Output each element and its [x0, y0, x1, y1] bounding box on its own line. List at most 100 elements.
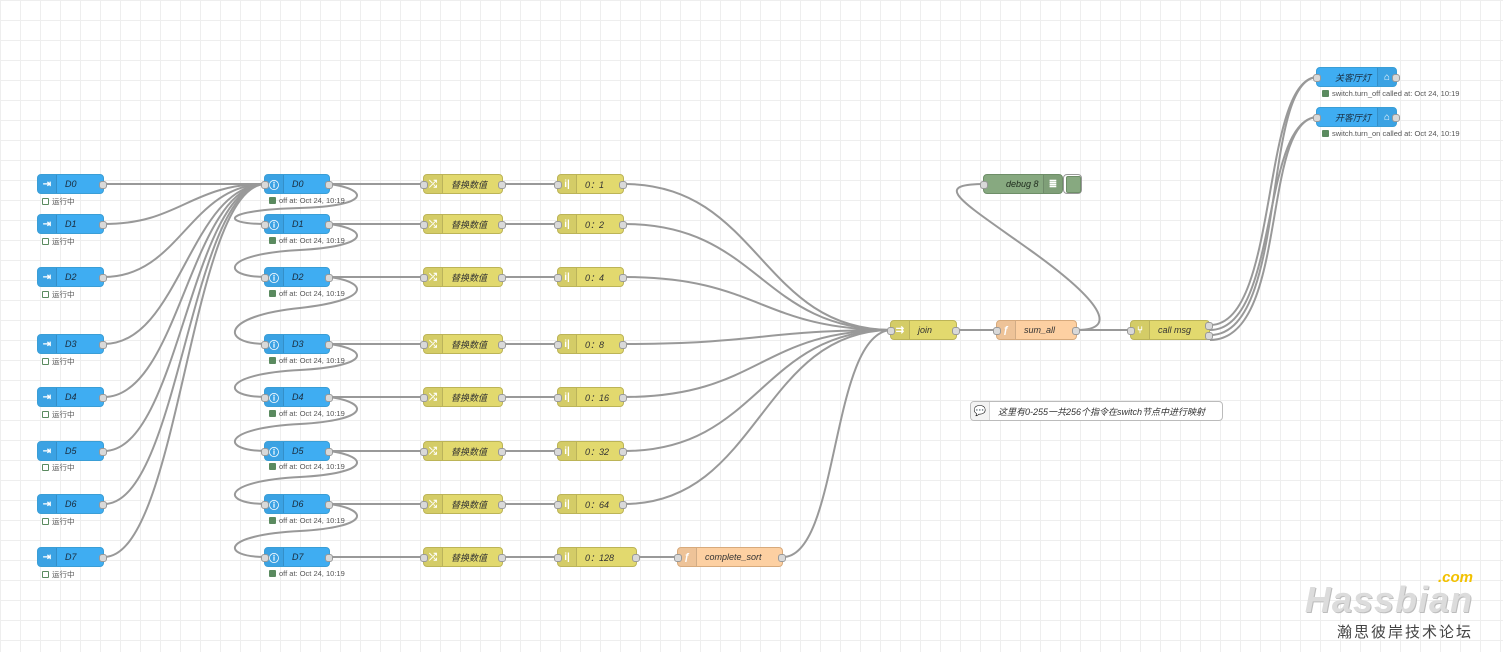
input-port[interactable]	[261, 554, 269, 562]
state-node-d1[interactable]: ⓘ D1	[261, 214, 333, 234]
input-port[interactable]	[261, 501, 269, 509]
state-node-d0[interactable]: ⓘ D0	[261, 174, 333, 194]
template-node[interactable]: i| 0：32	[554, 441, 627, 461]
output-port[interactable]	[619, 501, 627, 509]
inject-node-d3[interactable]: ⇥ D3	[37, 334, 107, 354]
template-node[interactable]: i| 0：1	[554, 174, 627, 194]
inject-node-d5[interactable]: ⇥ D5	[37, 441, 107, 461]
template-node[interactable]: i| 0：2	[554, 214, 627, 234]
input-port[interactable]	[261, 341, 269, 349]
output-port[interactable]	[325, 448, 333, 456]
input-port[interactable]	[1313, 74, 1321, 82]
state-node-d7[interactable]: ⓘ D7	[261, 547, 333, 567]
input-port[interactable]	[554, 394, 562, 402]
change-node[interactable]: ⤮ 替换数值	[420, 494, 506, 514]
output-port[interactable]	[99, 341, 107, 349]
output-port[interactable]	[325, 221, 333, 229]
output-port[interactable]	[498, 554, 506, 562]
input-port[interactable]	[554, 448, 562, 456]
output-port[interactable]	[619, 394, 627, 402]
switch-node-call-msg[interactable]: ⑂ call msg	[1127, 320, 1213, 340]
input-port[interactable]	[261, 221, 269, 229]
state-node-d3[interactable]: ⓘ D3	[261, 334, 333, 354]
output-port[interactable]	[498, 181, 506, 189]
output-port[interactable]	[498, 341, 506, 349]
input-port[interactable]	[1127, 327, 1135, 335]
state-node-d2[interactable]: ⓘ D2	[261, 267, 333, 287]
input-port[interactable]	[261, 448, 269, 456]
output-port[interactable]	[498, 274, 506, 282]
template-node[interactable]: i| 0：64	[554, 494, 627, 514]
input-port[interactable]	[554, 274, 562, 282]
output-port[interactable]	[1392, 74, 1400, 82]
state-node-d4[interactable]: ⓘ D4	[261, 387, 333, 407]
output-port[interactable]	[1392, 114, 1400, 122]
inject-node-d7[interactable]: ⇥ D7	[37, 547, 107, 567]
template-node[interactable]: i| 0：128	[554, 547, 640, 567]
input-port[interactable]	[554, 181, 562, 189]
change-node[interactable]: ⤮ 替换数值	[420, 441, 506, 461]
input-port[interactable]	[420, 554, 428, 562]
output-port[interactable]	[619, 341, 627, 349]
function-node-complete-sort[interactable]: ƒ complete_sort	[674, 547, 786, 567]
input-port[interactable]	[261, 181, 269, 189]
output-port[interactable]	[99, 501, 107, 509]
function-node-sum-all[interactable]: ƒ sum_all	[993, 320, 1080, 340]
change-node[interactable]: ⤮ 替换数值	[420, 174, 506, 194]
input-port[interactable]	[980, 181, 988, 189]
output-port[interactable]	[99, 274, 107, 282]
input-port[interactable]	[261, 394, 269, 402]
output-port[interactable]	[619, 448, 627, 456]
output-port[interactable]	[325, 501, 333, 509]
input-port[interactable]	[420, 341, 428, 349]
inject-node-d0[interactable]: ⇥ D0	[37, 174, 107, 194]
input-port[interactable]	[420, 448, 428, 456]
output-port[interactable]	[778, 554, 786, 562]
output-port[interactable]	[1072, 327, 1080, 335]
input-port[interactable]	[420, 274, 428, 282]
input-port[interactable]	[887, 327, 895, 335]
comment-node[interactable]: 💬 这里有0-255一共256个指令在switch节点中进行映射	[970, 401, 1223, 421]
state-node-d6[interactable]: ⓘ D6	[261, 494, 333, 514]
output-port[interactable]	[325, 274, 333, 282]
template-node[interactable]: i| 0：4	[554, 267, 627, 287]
change-node[interactable]: ⤮ 替换数值	[420, 547, 506, 567]
input-port[interactable]	[420, 221, 428, 229]
output-port[interactable]	[99, 448, 107, 456]
debug-toggle-button[interactable]	[1063, 174, 1082, 194]
output-port[interactable]	[619, 221, 627, 229]
output-port[interactable]	[498, 448, 506, 456]
inject-node-d1[interactable]: ⇥ D1	[37, 214, 107, 234]
input-port[interactable]	[674, 554, 682, 562]
output-port[interactable]	[325, 554, 333, 562]
output-port[interactable]	[99, 181, 107, 189]
template-node[interactable]: i| 0：8	[554, 334, 627, 354]
input-port[interactable]	[554, 221, 562, 229]
output-port[interactable]	[99, 221, 107, 229]
service-node-turn-off[interactable]: 关客厅灯 ⌂	[1313, 67, 1400, 87]
input-port[interactable]	[554, 341, 562, 349]
input-port[interactable]	[420, 501, 428, 509]
output-port[interactable]	[952, 327, 960, 335]
service-node-turn-on[interactable]: 开客厅灯 ⌂	[1313, 107, 1400, 127]
output-port[interactable]	[619, 274, 627, 282]
inject-node-d6[interactable]: ⇥ D6	[37, 494, 107, 514]
inject-node-d2[interactable]: ⇥ D2	[37, 267, 107, 287]
output-port[interactable]	[632, 554, 640, 562]
output-port[interactable]	[325, 341, 333, 349]
input-port[interactable]	[554, 501, 562, 509]
change-node[interactable]: ⤮ 替换数值	[420, 267, 506, 287]
output-port[interactable]	[619, 181, 627, 189]
input-port[interactable]	[993, 327, 1001, 335]
input-port[interactable]	[1313, 114, 1321, 122]
output-port[interactable]	[498, 221, 506, 229]
output-port[interactable]	[498, 501, 506, 509]
state-node-d5[interactable]: ⓘ D5	[261, 441, 333, 461]
input-port[interactable]	[554, 554, 562, 562]
input-port[interactable]	[261, 274, 269, 282]
output-port[interactable]	[99, 394, 107, 402]
input-port[interactable]	[420, 394, 428, 402]
output-port[interactable]	[325, 181, 333, 189]
join-node[interactable]: ⇉ join	[887, 320, 960, 340]
template-node[interactable]: i| 0：16	[554, 387, 627, 407]
